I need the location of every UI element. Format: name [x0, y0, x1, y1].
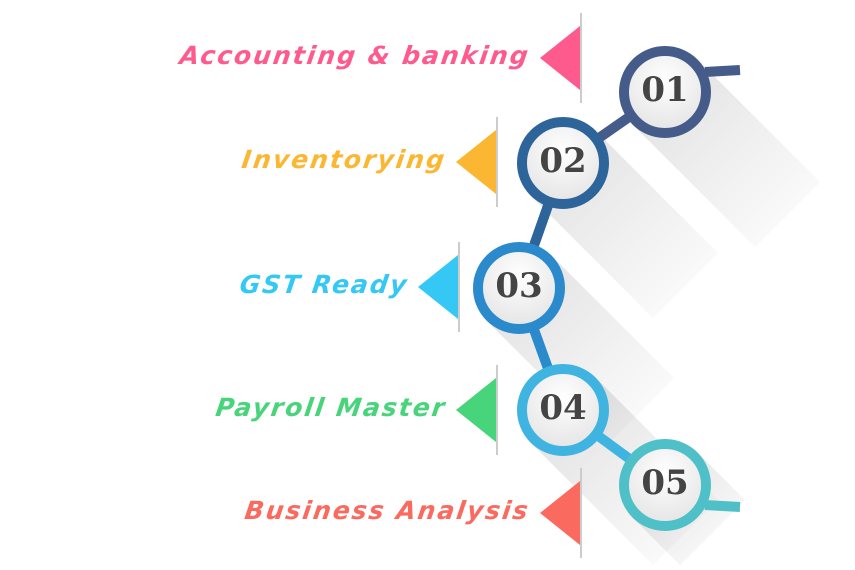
step-number: 02: [539, 141, 587, 181]
pointer-triangle: [418, 255, 458, 319]
step-label: Inventorying: [239, 145, 449, 174]
step-number: 05: [641, 463, 689, 503]
step-ring: [517, 117, 609, 209]
step-label: Accounting & banking: [178, 41, 533, 70]
step-number: 04: [539, 388, 587, 428]
step-number: 01: [641, 70, 689, 110]
connector-line: [704, 65, 741, 77]
step-number: 03: [495, 266, 543, 306]
step-label: Business Analysis: [243, 496, 533, 525]
step-label: GST Ready: [237, 270, 411, 299]
step-ring: [619, 439, 711, 531]
pointer-triangle: [540, 481, 580, 545]
step-ring: [473, 242, 565, 334]
step-ring: [619, 46, 711, 138]
pointer-triangle: [456, 130, 496, 194]
step-label: Payroll Master: [213, 393, 449, 422]
pointer-triangle: [456, 378, 496, 442]
connector-line: [704, 500, 741, 512]
step-ring: [517, 364, 609, 456]
pointer-triangle: [540, 26, 580, 90]
